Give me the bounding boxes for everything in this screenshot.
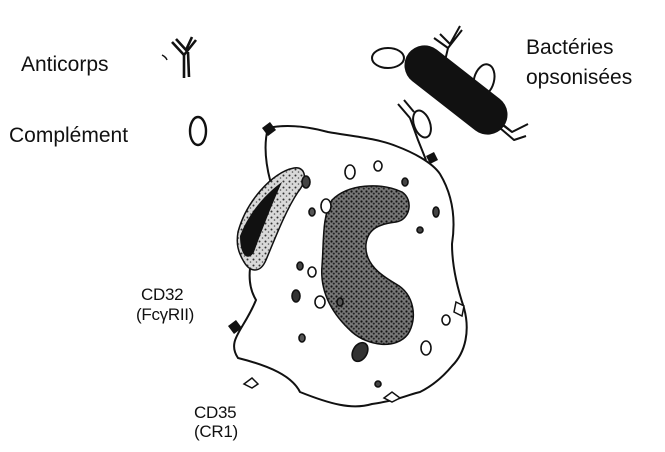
cd35-label-line2: (CR1) — [194, 422, 238, 441]
cd32-label-line2: (FcγRII) — [136, 305, 194, 324]
antibody-label: Anticorps — [21, 53, 109, 77]
antibody-icon — [162, 37, 196, 78]
cd32-label-line1: CD32 — [141, 285, 183, 304]
cd35-label-line1: CD35 — [194, 403, 236, 422]
complement-label: Complément — [9, 124, 128, 148]
bacteria-label-line1: Bactéries — [526, 36, 614, 60]
bacteria-label-line2: opsonisées — [526, 66, 632, 90]
complement-icon — [190, 117, 206, 145]
